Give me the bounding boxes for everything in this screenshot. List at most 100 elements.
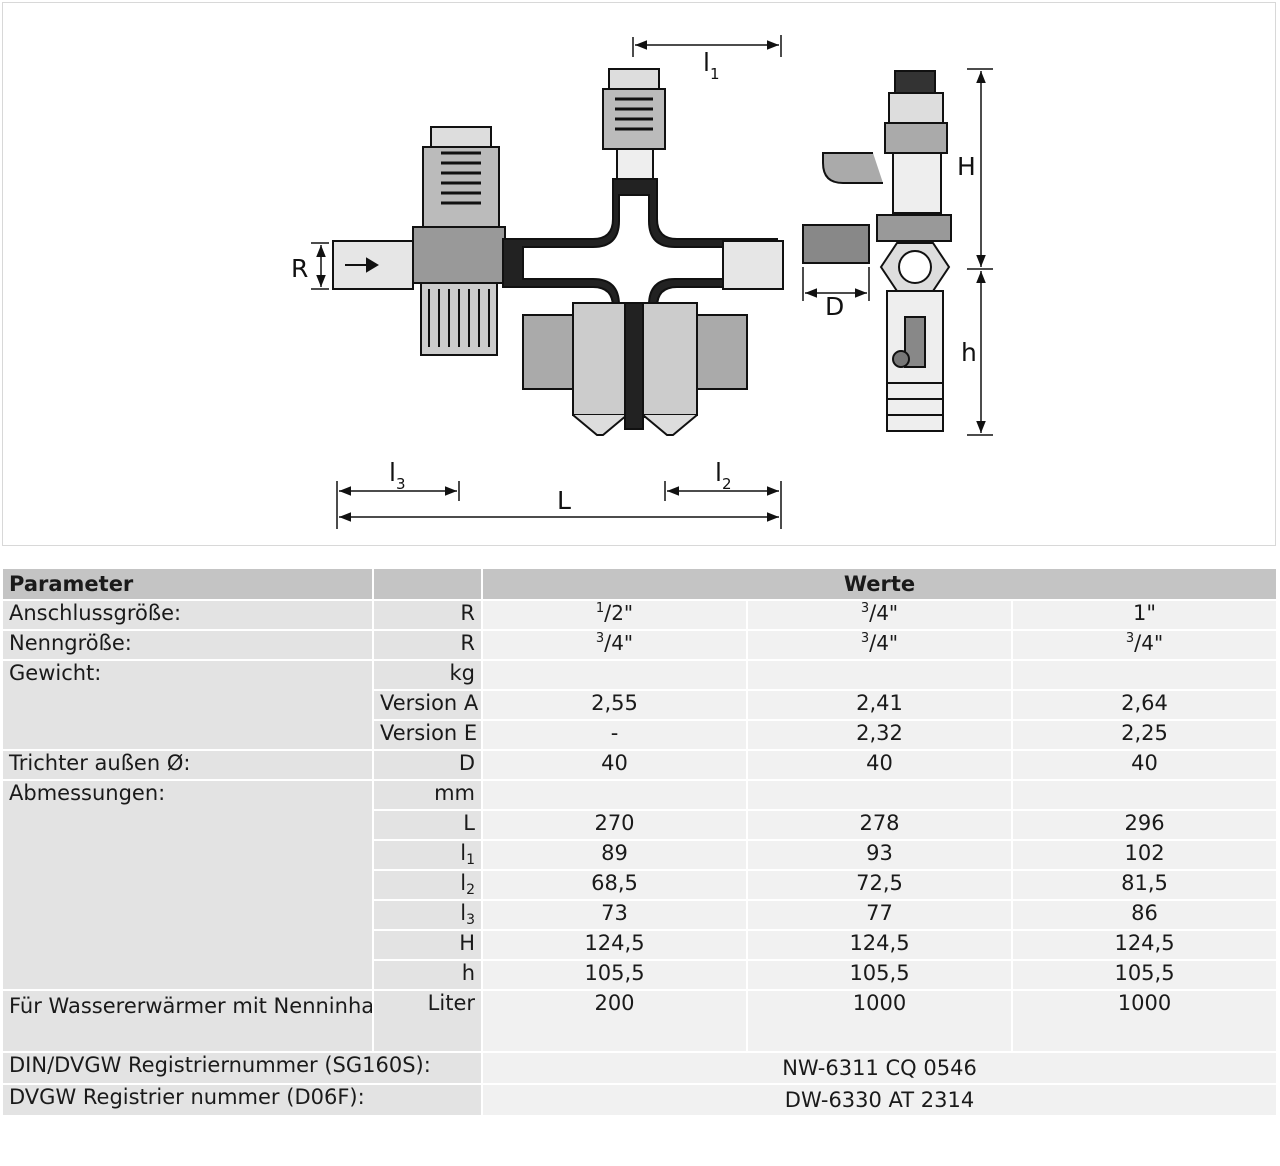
cell-value: 68,5 — [483, 871, 748, 901]
row-label: DVGW Registrier nummer (D06F): — [3, 1085, 483, 1117]
dim-label-R: R — [291, 254, 308, 283]
cell-value — [748, 781, 1013, 811]
row-unit: D — [374, 751, 483, 781]
table-row: l1 89 93 102 — [3, 841, 1279, 871]
row-unit: l2 — [374, 871, 483, 901]
dim-label-l2: l2 — [715, 458, 732, 493]
cell-value: 73 — [483, 901, 748, 931]
table-row: L 270 278 296 — [3, 811, 1279, 841]
table-row: Abmessungen: mm — [3, 781, 1279, 991]
cell-value: 86 — [1013, 901, 1279, 931]
row-label: Gewicht: — [3, 661, 374, 751]
cell-value: 89 — [483, 841, 748, 871]
row-unit: L — [374, 811, 483, 841]
cell-value: 200 — [483, 991, 748, 1053]
table-row: H 124,5 124,5 124,5 — [3, 931, 1279, 961]
table-row: Gewicht: kg — [3, 661, 1279, 751]
table-row: Anschlussgröße: R 1/2" 3/4" 1" — [3, 601, 1279, 631]
table-header-row: Parameter Werte — [3, 569, 1279, 601]
header-empty — [374, 569, 483, 601]
cell-value: 3/4" — [483, 631, 748, 661]
cell-value: 1/2" — [483, 601, 748, 631]
technical-drawing: l1 R l3 l2 L H h D — [2, 2, 1276, 546]
cell-value — [483, 661, 748, 691]
cell-value: 3/4" — [748, 601, 1013, 631]
table-row: Version A 2,55 2,41 2,64 — [3, 691, 1279, 721]
row-unit: Liter — [374, 991, 483, 1053]
row-unit: R — [374, 631, 483, 661]
row-unit: R — [374, 601, 483, 631]
side-view-valve-icon — [802, 70, 952, 432]
cell-value — [748, 661, 1013, 691]
dim-label-l1: l1 — [703, 48, 720, 83]
row-label: Für Wassererwärmer mit Nenninhalt: — [3, 991, 374, 1053]
cell-value: 124,5 — [748, 931, 1013, 961]
row-unit: H — [374, 931, 483, 961]
row-label: Abmessungen: — [3, 781, 374, 991]
cell-value: 93 — [748, 841, 1013, 871]
cell-value: 2,64 — [1013, 691, 1279, 721]
specification-table: Parameter Werte Anschlussgröße: R 1/2" 3… — [3, 569, 1279, 1117]
cell-value: 72,5 — [748, 871, 1013, 901]
row-unit: Version A — [374, 691, 483, 721]
table-row: DVGW Registrier nummer (D06F): DW-6330 A… — [3, 1085, 1279, 1117]
row-label: DIN/DVGW Registriernummer (SG160S): — [3, 1053, 483, 1085]
dim-label-D: D — [825, 292, 844, 321]
table-row: Nenngröße: R 3/4" 3/4" 3/4" — [3, 631, 1279, 661]
cell-value: 296 — [1013, 811, 1279, 841]
cell-value: NW-6311 CQ 0546 — [483, 1053, 1279, 1085]
cell-value: 105,5 — [748, 961, 1013, 991]
row-label: Nenngröße: — [3, 631, 374, 661]
table-row: Version E - 2,32 2,25 — [3, 721, 1279, 751]
table-row: Trichter außen Ø: D 40 40 40 — [3, 751, 1279, 781]
cell-value — [483, 781, 748, 811]
row-unit: kg — [374, 661, 483, 691]
row-unit: mm — [374, 781, 483, 811]
cell-value: 3/4" — [1013, 631, 1279, 661]
header-werte: Werte — [483, 569, 1279, 601]
dim-label-H: H — [957, 152, 976, 181]
cell-value: 278 — [748, 811, 1013, 841]
cell-value: 1" — [1013, 601, 1279, 631]
system-separator-icon — [502, 68, 784, 436]
cell-value — [1013, 661, 1279, 691]
cell-value: DW-6330 AT 2314 — [483, 1085, 1279, 1117]
cell-value: 1000 — [748, 991, 1013, 1053]
cell-value: 3/4" — [748, 631, 1013, 661]
cell-value: 270 — [483, 811, 748, 841]
cell-value: - — [483, 721, 748, 751]
cell-value: 40 — [1013, 751, 1279, 781]
pressure-reducing-valve-icon — [332, 126, 506, 356]
dimension-drawing: l1 R l3 l2 L H h D — [291, 35, 993, 529]
table-row: l2 68,5 72,5 81,5 — [3, 871, 1279, 901]
cell-value: 81,5 — [1013, 871, 1279, 901]
cell-value: 124,5 — [1013, 931, 1279, 961]
row-label: Anschlussgröße: — [3, 601, 374, 631]
row-unit: Version E — [374, 721, 483, 751]
cell-value: 102 — [1013, 841, 1279, 871]
row-unit: l3 — [374, 901, 483, 931]
cell-value: 40 — [748, 751, 1013, 781]
header-parameter: Parameter — [3, 569, 374, 601]
cell-value: 105,5 — [1013, 961, 1279, 991]
cell-value: 2,55 — [483, 691, 748, 721]
cell-value: 124,5 — [483, 931, 748, 961]
table-row: DIN/DVGW Registriernummer (SG160S): NW-6… — [3, 1053, 1279, 1085]
cell-value — [1013, 781, 1279, 811]
cell-value: 77 — [748, 901, 1013, 931]
table-row: h 105,5 105,5 105,5 — [3, 961, 1279, 991]
cell-value: 2,25 — [1013, 721, 1279, 751]
table-row: l3 73 77 86 — [3, 901, 1279, 931]
cell-value: 2,41 — [748, 691, 1013, 721]
cell-value: 2,32 — [748, 721, 1013, 751]
cell-value: 40 — [483, 751, 748, 781]
cell-value: 105,5 — [483, 961, 748, 991]
cell-value: 1000 — [1013, 991, 1279, 1053]
table-row: Für Wassererwärmer mit Nenninhalt: Liter… — [3, 991, 1279, 1053]
dim-label-l3: l3 — [389, 458, 406, 493]
row-unit: h — [374, 961, 483, 991]
row-unit: l1 — [374, 841, 483, 871]
row-label: Trichter außen Ø: — [3, 751, 374, 781]
dim-label-h: h — [961, 338, 977, 367]
dim-label-L: L — [557, 486, 571, 515]
